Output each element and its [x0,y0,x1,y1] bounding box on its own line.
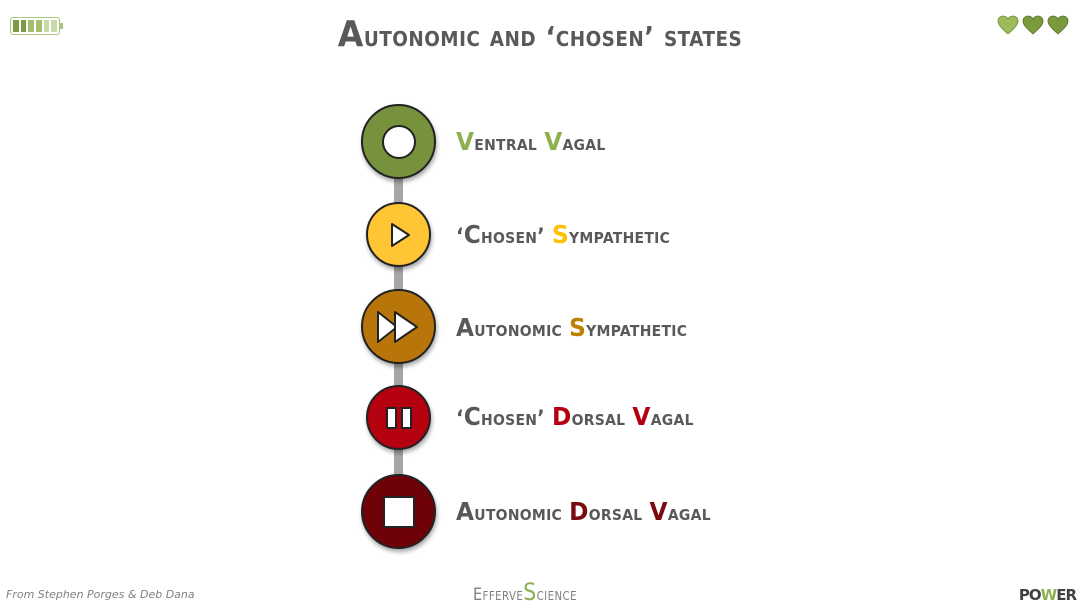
autonomic-sympathetic-node [361,289,436,364]
chosen-dorsal-vagal-label: ‘Chosen’ Dorsal Vagal [456,402,694,431]
pause-icon [385,406,412,429]
battery-cell [28,20,35,32]
green-heart-icon [1047,15,1069,35]
hearts-rating [996,13,1070,37]
autonomic-sympathetic-label: Autonomic Sympathetic [456,313,688,342]
battery-cell [36,20,42,32]
title-rest: utonomic and ‘chosen’ states [363,20,743,53]
battery-cell [13,20,19,32]
battery-cell [51,20,58,32]
autonomic-dorsal-vagal-node [361,474,436,549]
chosen-sympathetic-node [366,202,431,267]
battery-cell [43,20,50,32]
power-logo: POWER [1018,586,1077,604]
ventral-vagal-node [361,104,436,179]
green-heart-icon [1022,15,1044,35]
effervescience-logo: EfferveScience [473,578,577,606]
record-icon [381,124,416,159]
page-title: Autonomic and ‘chosen’ states [43,14,1037,55]
fast-forward-icon [376,310,418,343]
ventral-vagal-label: Ventral Vagal [456,127,606,156]
title-initial: A [337,14,364,55]
stop-icon [382,495,415,528]
battery-cell [20,20,27,32]
chosen-sympathetic-label: ‘Chosen’ Sympathetic [456,220,671,249]
chosen-dorsal-vagal-node [366,385,431,450]
battery-tip [60,23,63,29]
green-heart-icon [997,15,1019,35]
credit-text: From Stephen Porges & Deb Dana [6,588,195,601]
autonomic-dorsal-vagal-label: Autonomic Dorsal Vagal [456,497,711,526]
play-icon [390,222,410,247]
battery-icon [10,17,63,35]
